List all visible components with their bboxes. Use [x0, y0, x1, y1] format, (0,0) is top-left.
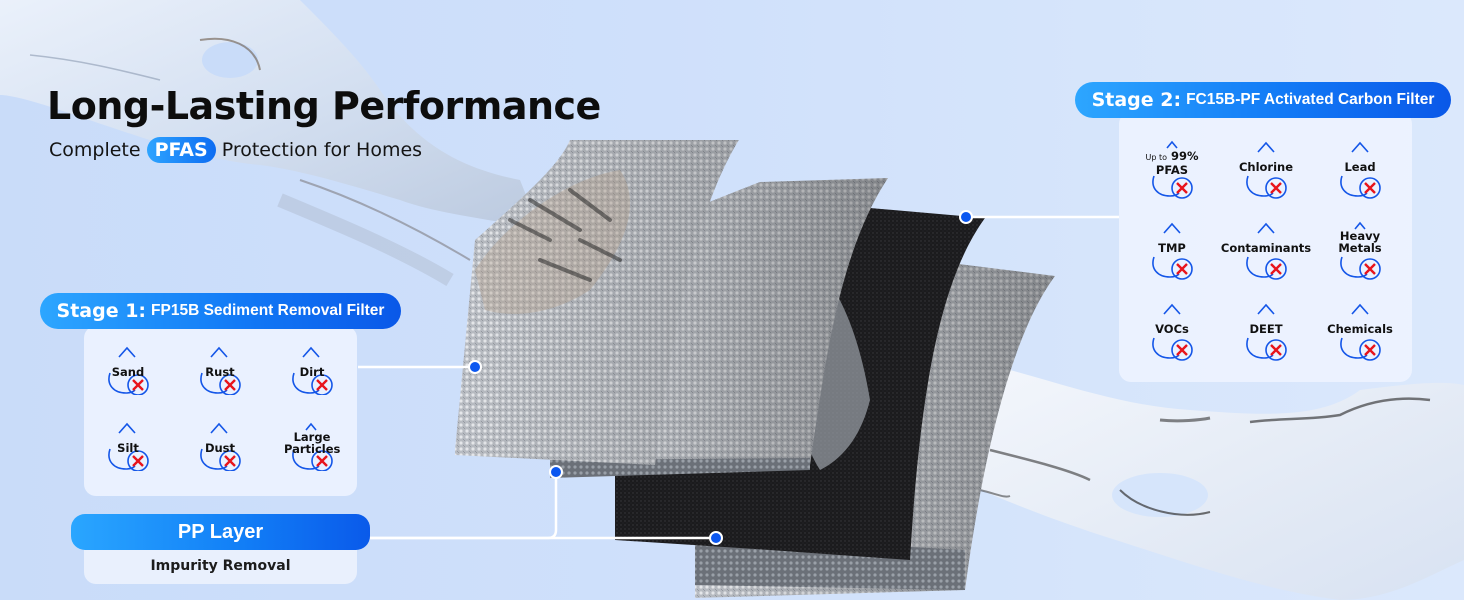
- stage2-number: Stage 2:: [1091, 89, 1182, 111]
- water-splash-top-left: [0, 0, 540, 287]
- contaminant-dust: Dust: [192, 421, 284, 497]
- water-drop-x-icon: [1340, 303, 1381, 361]
- water-drop-x-icon: [1152, 303, 1193, 361]
- water-drop-x-icon: [292, 346, 333, 395]
- page-subtitle: Complete PFAS Protection for Homes: [49, 137, 422, 163]
- stage2-header: Stage 2: FC15B-PF Activated Carbon Filte…: [1075, 82, 1451, 118]
- contaminant-vocs: VOCs: [1144, 302, 1238, 383]
- pp-layer-header: PP Layer: [71, 514, 370, 550]
- stage2-name: FC15B-PF Activated Carbon Filter: [1186, 91, 1435, 108]
- water-drop-x-icon: [1246, 222, 1287, 280]
- water-splash-bottom-right: [960, 360, 1464, 600]
- pfas-badge: PFAS: [146, 137, 216, 163]
- callout-dot-stage2: [959, 210, 973, 224]
- water-drop-x-icon: [200, 422, 241, 471]
- contaminant-tmp: TMP: [1144, 221, 1238, 302]
- water-drop-x-icon: [1152, 222, 1193, 280]
- contaminant-sand: Sand: [100, 345, 192, 421]
- water-drop-x-icon: [1340, 141, 1381, 199]
- water-drop-x-icon: [200, 346, 241, 395]
- contaminant-deet: DEET: [1238, 302, 1332, 383]
- stage1-header: Stage 1: FP15B Sediment Removal Filter: [40, 293, 401, 329]
- water-drop-x-icon: [1152, 140, 1193, 199]
- stage1-name: FP15B Sediment Removal Filter: [151, 302, 385, 319]
- callout-dot-pp-layer-front: [549, 465, 563, 479]
- contaminant-lead: Lead: [1332, 140, 1426, 221]
- callout-dot-pp-layer-rear: [709, 531, 723, 545]
- callout-dot-stage1: [468, 360, 482, 374]
- water-drop-x-icon: [292, 422, 333, 471]
- contaminant-chlorine: Chlorine: [1238, 140, 1332, 221]
- water-drop-x-icon: [108, 346, 149, 395]
- contaminant-silt: Silt: [100, 421, 192, 497]
- contaminant-dirt: Dirt: [284, 345, 376, 421]
- water-drop-x-icon: [1246, 303, 1287, 361]
- subtitle-text-after: Protection for Homes: [221, 139, 423, 161]
- stage2-card: [1119, 112, 1412, 382]
- contaminant-contaminants: Contaminants: [1221, 221, 1332, 302]
- contaminant-pfas: Up to 99%PFAS: [1144, 140, 1238, 221]
- water-drop-x-icon: [108, 422, 149, 471]
- stage2-contaminant-grid: Up to 99%PFAS Chlorine Lead TMP Contamin…: [1144, 140, 1426, 383]
- stage1-card: [84, 326, 357, 496]
- water-drop-x-icon: [1246, 141, 1287, 199]
- water-drop-x-icon: [1340, 221, 1381, 280]
- stage1-number: Stage 1:: [56, 300, 147, 322]
- contaminant-rust: Rust: [192, 345, 284, 421]
- page-title: Long-Lasting Performance: [47, 84, 601, 128]
- subtitle-text-before: Complete: [49, 139, 141, 161]
- contaminant-chemicals: Chemicals: [1327, 302, 1426, 383]
- filter-layers-illustration: [455, 140, 1055, 598]
